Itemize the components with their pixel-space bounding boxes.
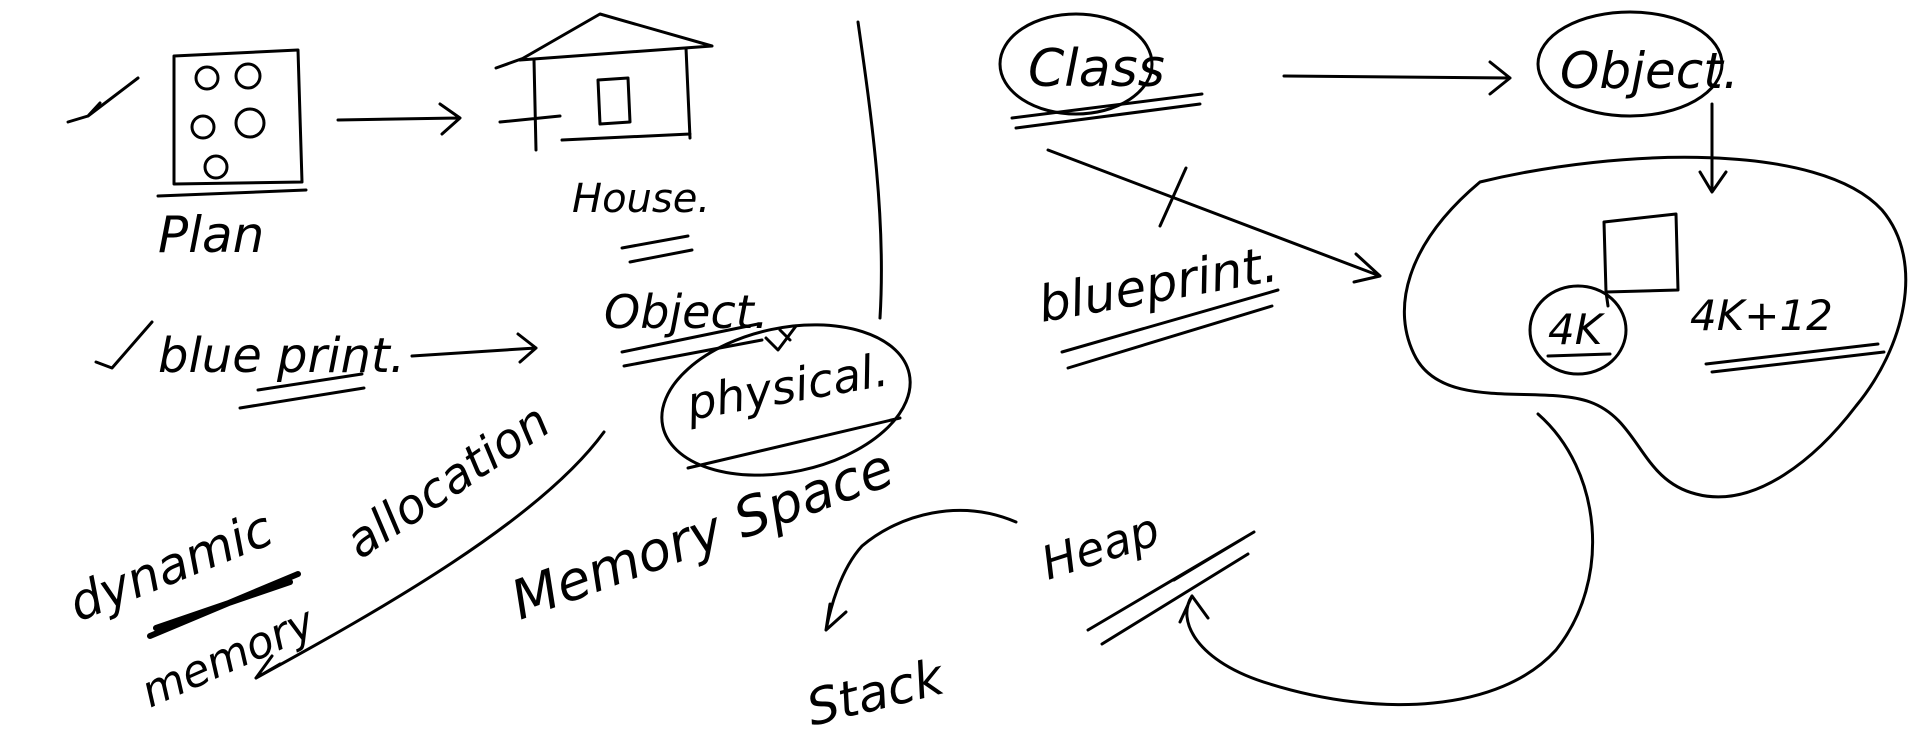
house-walls <box>498 46 692 152</box>
checkmark-icon <box>764 324 798 352</box>
address-4k-12-label: 4K+12 <box>1690 291 1833 340</box>
arrow-heap-to-stack <box>824 508 1018 632</box>
physical-label: physical. <box>682 342 892 431</box>
physical-ellipse <box>660 323 912 477</box>
address-4k-12-underline <box>1704 342 1886 374</box>
checkmark-icon <box>66 76 140 124</box>
dynamic-label: dynamic <box>61 499 281 633</box>
plan-circle <box>190 114 216 140</box>
arrow-blueprint-to-object <box>410 332 538 364</box>
plan-sketch <box>66 48 308 198</box>
plan-circle <box>234 62 262 90</box>
address-4k-label: 4K <box>1548 305 1606 354</box>
allocation-label: allocation <box>335 393 560 570</box>
heap-underline <box>1086 530 1256 646</box>
plan-circle <box>194 65 220 91</box>
address-4k-underline <box>1546 352 1612 358</box>
plan-label: Plan <box>158 206 264 264</box>
arrow-class-to-blueprint <box>1046 148 1382 284</box>
class-ellipse <box>998 12 1154 116</box>
arrow-class-to-object <box>1282 60 1512 96</box>
blueprint-left-label: blue print. <box>158 328 405 384</box>
arrow-plan-to-house <box>336 102 462 136</box>
house-label: House. <box>572 176 710 222</box>
divider-line <box>856 20 883 320</box>
plan-circle <box>203 154 229 180</box>
arrow-blob-to-heap <box>1178 412 1594 707</box>
house-underline <box>620 234 694 264</box>
object-right-label: Object. <box>1560 42 1739 100</box>
house-roof <box>494 12 714 70</box>
object-left-underline <box>620 322 764 368</box>
cross-mark <box>1158 166 1188 228</box>
dynamic-scribble <box>147 571 301 639</box>
house-door <box>596 76 632 126</box>
object-right-ellipse <box>1536 10 1724 118</box>
object-left-label: Object. <box>604 285 768 339</box>
house-sketch <box>494 12 714 152</box>
checkmark-icon <box>94 320 154 370</box>
arrow-allocation-down <box>254 430 606 680</box>
blueprint-right-label: blueprint. <box>1034 235 1282 334</box>
address-4k-ellipse <box>1528 284 1628 376</box>
class-label: Class <box>1028 39 1165 99</box>
class-underline <box>1010 92 1204 130</box>
heap-label: Heap <box>1035 502 1166 591</box>
stack-label: Stack <box>801 647 951 737</box>
physical-underline <box>686 416 902 470</box>
plan-circle <box>234 107 266 139</box>
heap-blob <box>1402 155 1908 499</box>
memory-block <box>1602 212 1680 308</box>
blueprint-left-underline <box>238 372 366 410</box>
plan-frame <box>156 48 308 198</box>
arrow-object-to-blob <box>1698 102 1728 194</box>
blueprint-right-underline <box>1060 288 1280 370</box>
